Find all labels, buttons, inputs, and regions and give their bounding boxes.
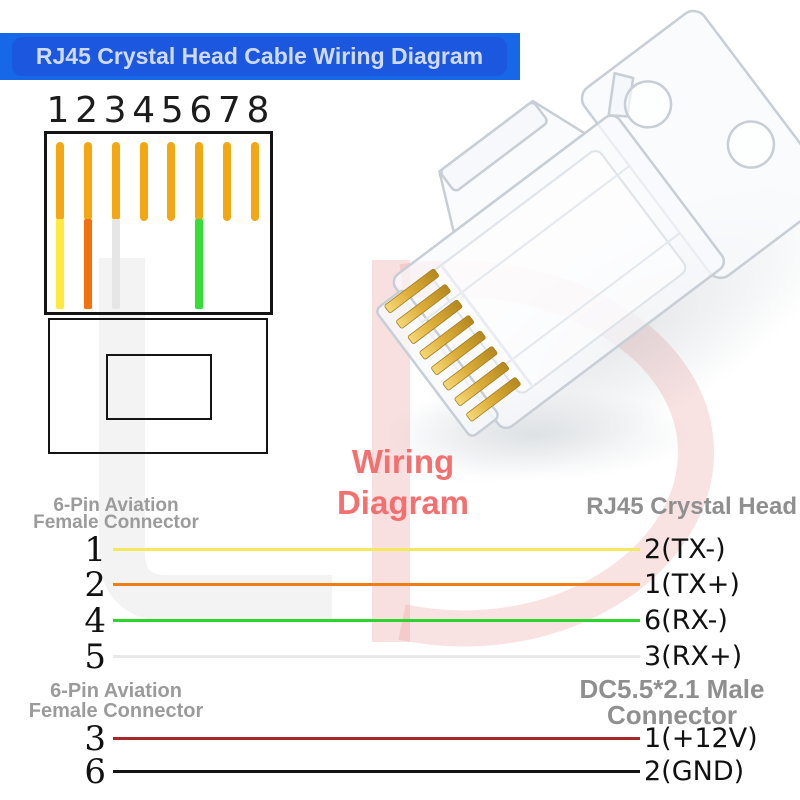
pin-label-right: 1(+12V) [644,723,758,754]
pin-number: 7 [217,90,241,131]
wire-line [113,548,640,551]
pin-label-right: 2(TX-) [644,534,726,565]
wiring-diagram-title: Wiring Diagram [308,441,498,523]
pin-number: 1 [46,90,70,131]
pin-label-left: 4 [84,601,106,641]
pin-number: 4 [132,90,156,131]
pin-label-right: 2(GND) [644,756,745,787]
plug-latch-window [106,354,212,420]
wire-bar-7 [223,134,231,312]
wire-bar-1 [56,134,64,312]
wire-line [113,770,640,773]
pin-label-left: 2 [84,565,106,605]
wire-bar-5 [167,134,175,312]
header-line: 6-Pin Aviation [53,495,179,516]
pin-label-right: 6(RX-) [644,605,728,636]
pin-label-left: 1 [84,530,106,570]
wire-line [113,619,640,622]
header-line: Connector [607,700,737,730]
wire-bar-3 [112,134,120,312]
header-line: 6-Pin Aviation [50,680,182,702]
rj45-crystal-head-header: RJ45 Crystal Head [586,493,797,520]
wire-line [113,583,640,586]
wiring-title-line2: Diagram [336,484,470,521]
wiring-title-line1: Wiring [351,443,455,480]
pin-number: 6 [189,90,213,131]
wire-bar-8 [251,134,259,312]
wire-line [113,737,640,740]
pin-number: 2 [75,90,99,131]
rj45-connector-illustration [375,9,800,486]
pin-label-right: 3(RX+) [644,641,743,672]
wire-bar-2 [84,134,92,312]
pin-number: 3 [103,90,127,131]
pin-number-row: 1 2 3 4 5 6 7 8 [44,92,272,130]
dc-male-connector-header: DC5.5*2.1 Male Connector [556,676,788,728]
pin-label-left: 3 [84,719,106,759]
header-line: Female Connector [28,700,204,722]
rj45-pinout-box [44,131,273,315]
aviation-connector-header-1: 6-Pin Aviation Female Connector [26,495,206,533]
wire-bar-6 [195,134,203,312]
pin-label-left: 6 [84,752,106,792]
pin-label-left: 5 [84,637,106,677]
header-line: DC5.5*2.1 Male [579,674,765,704]
wire-bar-4 [140,134,148,312]
aviation-connector-header-2: 6-Pin Aviation Female Connector [26,681,206,721]
title-banner-inner: RJ45 Crystal Head Cable Wiring Diagram [12,37,507,76]
pin-number: 5 [160,90,184,131]
pin-label-right: 1(TX+) [644,569,740,600]
title-banner: RJ45 Crystal Head Cable Wiring Diagram [0,33,520,80]
header-line: Female Connector [33,512,199,533]
wire-line [113,655,640,658]
pin-number: 8 [246,90,270,131]
page-title: RJ45 Crystal Head Cable Wiring Diagram [35,43,484,69]
rj45-plug-outline-box [48,318,268,454]
